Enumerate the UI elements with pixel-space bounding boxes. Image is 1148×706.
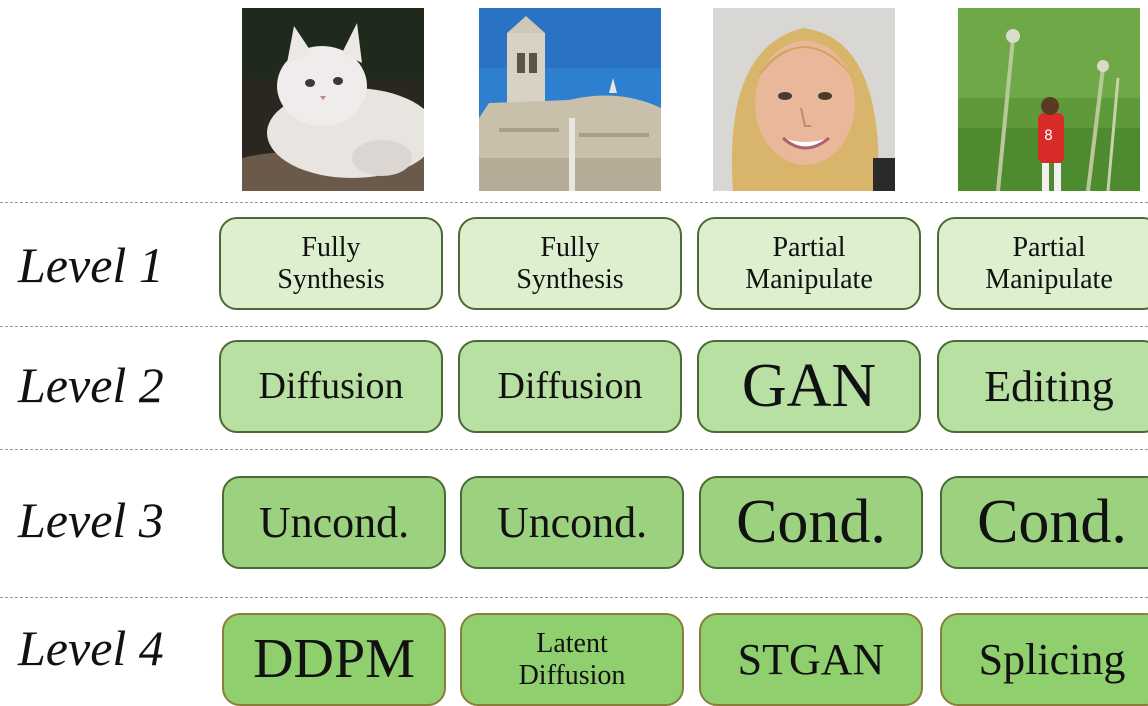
- level-2-box-2: Diffusion: [458, 340, 682, 433]
- box-line-2: Synthesis: [277, 263, 385, 295]
- level-1-label: Level 1: [18, 237, 164, 293]
- level-2-box-3: GAN: [697, 340, 921, 433]
- box-line-1: Latent: [536, 628, 608, 660]
- box-line-1: Partial: [1012, 232, 1086, 264]
- box-line-2: Diffusion: [518, 659, 626, 691]
- level-3-box-4: Cond.: [940, 476, 1148, 569]
- level-4-box-4: Splicing: [940, 613, 1148, 706]
- svg-text:8: 8: [1044, 128, 1053, 144]
- level-2-box-1: Diffusion: [219, 340, 443, 433]
- level-2-label: Level 2: [18, 357, 164, 413]
- white-cat-photo: [242, 8, 424, 191]
- church-photo: [479, 8, 661, 191]
- box-line-2: Manipulate: [745, 263, 873, 295]
- divider-4: [0, 597, 1148, 598]
- box-line-1: Partial: [772, 232, 846, 264]
- level-3-label: Level 3: [18, 492, 164, 548]
- divider-2: [0, 326, 1148, 327]
- box-line-2: Manipulate: [985, 263, 1113, 295]
- level-3-box-3: Cond.: [699, 476, 923, 569]
- level-2-box-4: Editing: [937, 340, 1148, 433]
- level-4-box-3: STGAN: [699, 613, 923, 706]
- box-line-1: Fully: [301, 232, 361, 264]
- woman-face-photo: [713, 8, 895, 191]
- box-line-1: Fully: [540, 232, 600, 264]
- level-3-box-1: Uncond.: [222, 476, 446, 569]
- divider-1: [0, 202, 1148, 203]
- girl-in-grass-photo: 8: [958, 8, 1140, 191]
- level-3-box-2: Uncond.: [460, 476, 684, 569]
- level-4-box-1: DDPM: [222, 613, 446, 706]
- level-4-label: Level 4: [18, 620, 164, 676]
- box-line-2: Synthesis: [516, 263, 624, 295]
- divider-3: [0, 449, 1148, 450]
